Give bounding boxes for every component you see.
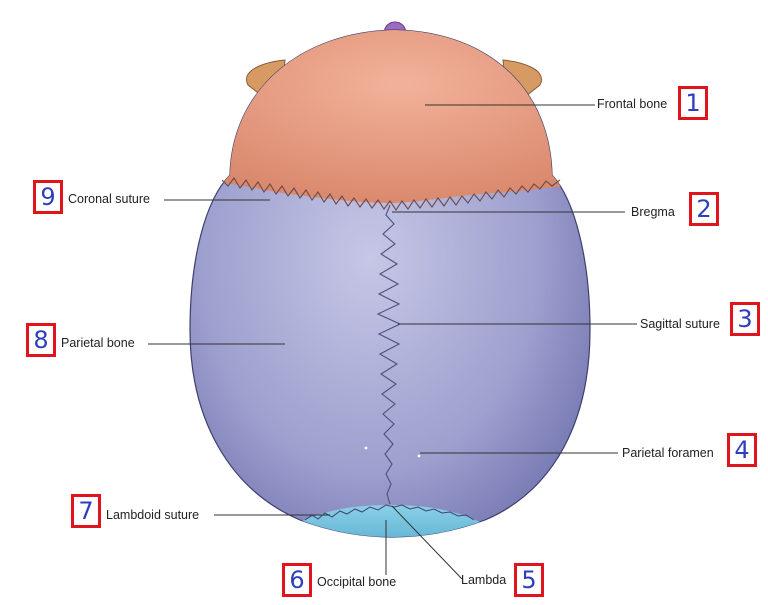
coronal-suture-line (221, 177, 561, 211)
number-box-3: 3 (730, 302, 760, 336)
sagittal-suture-line (376, 204, 402, 505)
label-lambdoid-suture: Lambdoid suture (106, 508, 200, 522)
lambdoid-suture-line (304, 504, 475, 521)
number-box-8: 8 (26, 323, 56, 357)
occipital-region (300, 505, 480, 537)
label-parietal-foramen: Parietal foramen (622, 446, 714, 460)
number-box-2: 2 (689, 192, 719, 226)
label-bregma: Bregma (631, 205, 675, 219)
leader-lambda (391, 505, 463, 580)
label-sagittal-suture: Sagittal suture (640, 317, 720, 331)
label-coronal-suture: Coronal suture (68, 192, 150, 206)
parietal-foramen-dot-left (364, 446, 368, 450)
number-box-1: 1 (678, 86, 708, 120)
number-box-9: 9 (33, 180, 63, 214)
number-box-4: 4 (727, 433, 757, 467)
number-box-7: 7 (71, 494, 101, 528)
number-box-5: 5 (514, 563, 544, 597)
label-lambda: Lambda (461, 573, 507, 587)
number-box-6: 6 (282, 563, 312, 597)
label-parietal-bone: Parietal bone (61, 336, 135, 350)
label-frontal-bone: Frontal bone (597, 97, 668, 111)
label-occipital-bone: Occipital bone (317, 575, 397, 589)
parietal-foramen-dot-right (417, 454, 421, 458)
frontal-region (200, 30, 590, 203)
